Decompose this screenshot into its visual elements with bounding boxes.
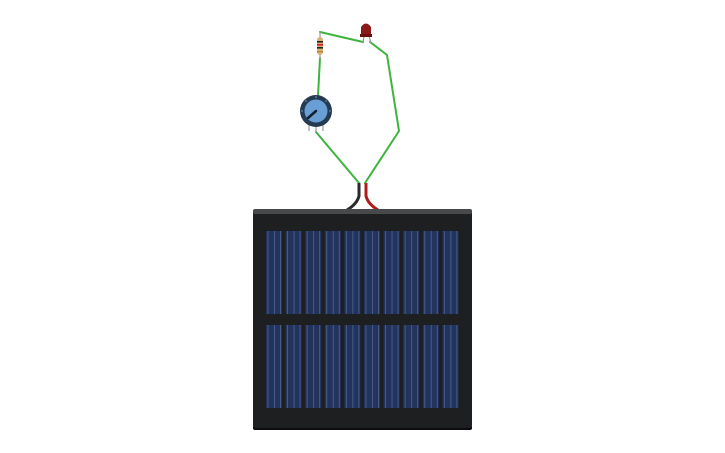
cell-busbar	[319, 231, 321, 314]
resistor-icon[interactable]	[317, 32, 323, 60]
cell-busbar	[274, 325, 275, 408]
cell-busbar	[306, 231, 308, 314]
wire-pot-to-panel-negative[interactable]	[315, 131, 360, 184]
cell-busbar	[450, 325, 452, 408]
wire-resistor-to-led[interactable]	[319, 31, 364, 43]
cell-busbar	[372, 325, 373, 408]
cell-busbar	[378, 325, 379, 408]
cell-busbar	[299, 325, 301, 408]
cell-busbar	[404, 231, 406, 314]
cell-busbar	[391, 325, 393, 408]
cell-busbar	[424, 325, 426, 408]
cell-busbar	[450, 231, 452, 314]
cell-busbar	[345, 325, 347, 408]
cell-busbar	[338, 325, 340, 408]
cell-busbar	[430, 325, 432, 408]
cell-busbar	[293, 325, 295, 408]
cell-busbar	[358, 231, 360, 314]
cell-busbar	[378, 231, 379, 314]
led-icon[interactable]	[360, 23, 372, 44]
cell-busbar	[267, 231, 269, 314]
cell-busbar	[306, 325, 308, 408]
cell-busbar	[385, 325, 386, 408]
cell-busbar	[326, 325, 328, 408]
positive-lead[interactable]	[364, 183, 379, 212]
cell-busbar	[313, 231, 315, 314]
cell-busbar	[267, 325, 269, 408]
wire-resistor-to-pot[interactable]	[317, 57, 321, 97]
cell-busbar	[274, 231, 275, 314]
potentiometer-icon[interactable]	[300, 95, 332, 132]
cell-busbar	[338, 231, 340, 314]
cell-busbar	[352, 231, 354, 314]
cell-busbar	[319, 325, 321, 408]
cell-busbar	[332, 325, 334, 408]
cell-busbar	[411, 231, 413, 314]
cell-busbar	[443, 325, 445, 408]
cell-busbar	[436, 231, 438, 314]
cell-busbar	[332, 231, 334, 314]
cell-busbar	[397, 231, 399, 314]
cell-busbar	[456, 231, 458, 314]
cell-busbar	[385, 231, 386, 314]
cell-busbar	[417, 231, 419, 314]
cell-busbar	[411, 325, 413, 408]
cell-busbar	[372, 231, 373, 314]
cell-busbar	[352, 325, 354, 408]
cell-busbar	[358, 325, 360, 408]
wire-led-to-panel-positive[interactable]	[364, 41, 400, 184]
cell-busbar	[456, 325, 458, 408]
cell-busbar	[443, 231, 445, 314]
cell-busbar	[391, 231, 393, 314]
cell-busbar	[287, 231, 288, 314]
cell-busbar	[280, 231, 281, 314]
cell-busbar	[417, 325, 419, 408]
cell-busbar	[299, 231, 301, 314]
cell-busbar	[424, 231, 426, 314]
cell-busbar	[280, 325, 281, 408]
cell-busbar	[293, 231, 295, 314]
solar-panel-icon[interactable]	[253, 209, 472, 430]
cell-busbar	[397, 325, 399, 408]
cell-busbar	[365, 231, 367, 314]
negative-lead[interactable]	[346, 183, 361, 212]
cell-busbar	[313, 325, 315, 408]
cell-busbar	[287, 325, 288, 408]
cell-busbar	[345, 231, 347, 314]
cell-busbar	[404, 325, 406, 408]
cell-busbar	[365, 325, 367, 408]
cell-busbar	[326, 231, 328, 314]
cell-busbar	[430, 231, 432, 314]
wires	[315, 31, 400, 184]
cell-busbar	[436, 325, 438, 408]
